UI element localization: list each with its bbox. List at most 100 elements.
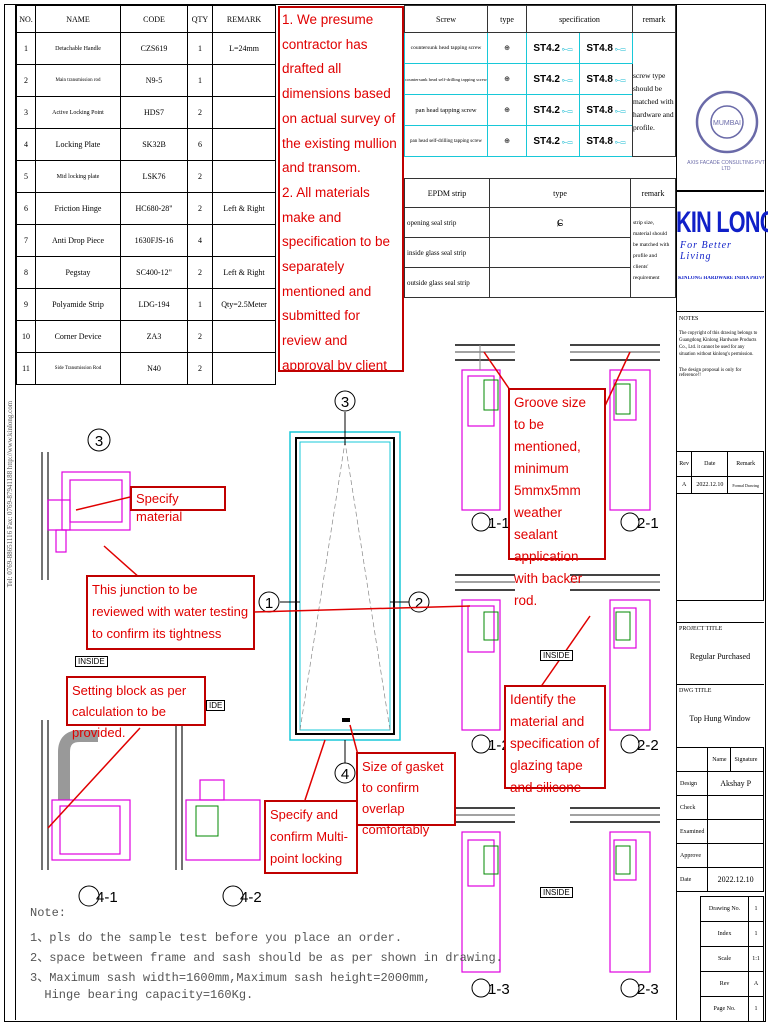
detail-1-3: 1-3	[455, 807, 515, 998]
screw-spec-b-text: ST4.8	[586, 135, 613, 147]
detail-1-3-label: 1-3	[488, 981, 510, 998]
info-value: 1	[748, 996, 764, 1022]
bottom-note-line-2: 2、space between frame and sash should be…	[30, 951, 503, 965]
screw-row: pan head tapping screw ⊕ ST4.2 ⟜▭ ST4.8 …	[404, 94, 676, 126]
screw-spec-a-text: ST4.2	[533, 104, 560, 116]
marker-4: 4	[341, 766, 349, 783]
screw-spec-a: ST4.2 ⟜▭	[526, 94, 580, 126]
detail-1-1: 1-1	[455, 344, 515, 532]
part-name: Active Locking Point	[35, 96, 121, 129]
screw-spec-a: ST4.2 ⟜▭	[526, 125, 580, 157]
logo-row: KIN LONG For Better Living KINLONG HARDW…	[676, 190, 768, 312]
bottom-note-title: Note:	[30, 906, 67, 920]
screw-spec-a-text: ST4.2	[533, 42, 560, 54]
brand-company: KINLONG HARDWARE INDIA PRIVATE LTD	[678, 276, 764, 281]
part-name: Main transmission rod	[35, 64, 121, 97]
epdm-table: EPDM strip type remark opening seal stri…	[404, 178, 676, 298]
detail-2-1: 2-1	[570, 344, 660, 532]
screw-table: Screw type specification remark counters…	[404, 5, 676, 157]
screw-name: countersunk head tapping screw	[404, 32, 488, 64]
project-title: Regular Purchased	[689, 652, 751, 661]
signature-name	[707, 843, 764, 868]
signature-row: Approve	[675, 843, 764, 868]
dwg-title-block: DWG TITLE Top Hung Window	[676, 684, 764, 746]
project-title-label: PROJECT TITLE	[679, 626, 723, 632]
signature-name	[707, 795, 764, 820]
section-drawings: 3 1 2 4 3 1-1 2-1	[41, 344, 660, 998]
signature-role: Examined	[675, 819, 709, 844]
sig-col-empty	[675, 747, 709, 772]
marker-1: 1	[265, 595, 273, 612]
detail-2-2: 2-2	[570, 574, 660, 754]
stamp-center-text: MUMBAI	[713, 120, 741, 127]
info-row: Drawing No.1	[699, 896, 764, 922]
part-qty: 2	[187, 352, 213, 385]
detail-3-label: 3	[95, 433, 103, 450]
sig-col-signature: Signature	[730, 747, 764, 772]
detail-3: 3	[41, 428, 131, 580]
dwg-title-label: DWG TITLE	[679, 688, 712, 694]
epdm-remark: strip size, material should be matched w…	[630, 207, 676, 298]
bottom-note-line-1: 1、pls do the sample test before you plac…	[30, 931, 403, 945]
bottom-note-line-4: Hinge bearing capacity=160Kg.	[30, 988, 254, 1002]
part-code: LDG-194	[120, 288, 188, 321]
screw-spec-b: ST4.8 ⟜▭	[579, 125, 633, 157]
part-qty: 2	[187, 320, 213, 353]
detail-2-3: 2-3	[570, 807, 660, 998]
part-code: N40	[120, 352, 188, 385]
part-qty: 1	[187, 32, 213, 65]
epdm-col-type: type	[489, 178, 631, 208]
detail-1-1-label: 1-1	[488, 515, 510, 532]
bottom-note-line-3: 3、Maximum sash width=1600mm,Maximum sash…	[30, 971, 431, 985]
part-remark	[212, 96, 276, 129]
signature-row: Examined	[675, 819, 764, 844]
screw-row: countersunk head self-drilling tapping s…	[404, 63, 676, 95]
marker-2: 2	[415, 595, 423, 612]
part-remark	[212, 160, 276, 193]
detail-4-1-label: 4-1	[96, 889, 118, 906]
epdm-row-label: outside glass seal strip	[404, 267, 490, 298]
screw-spec-b-text: ST4.8	[586, 73, 613, 85]
notes-body: The copyright of this drawing belongs to…	[679, 331, 758, 357]
info-label: Page No.	[699, 996, 750, 1022]
callout-gasket: Size of gasket to confirm overlap comfor…	[356, 752, 456, 837]
screw-name: pan head self-drilling tapping screw	[404, 125, 488, 157]
info-value: A	[748, 971, 764, 997]
screw-spec-a: ST4.2 ⟜▭	[526, 63, 580, 95]
screw-spec-a-text: ST4.2	[533, 73, 560, 85]
notes-proposal: The design proposal is only for referenc…	[679, 368, 742, 378]
callout-setting-block: Setting block as per calculation to be p…	[66, 676, 206, 740]
screw-remark: screw type should be matched with hardwa…	[632, 32, 676, 157]
part-remark: L=24mm	[212, 32, 276, 65]
detail-4-1: 4-1	[41, 720, 131, 907]
callout-specify-material: Specify material	[130, 486, 226, 524]
detail-4-2-label: 4-2	[240, 889, 262, 906]
signature-role: Approve	[675, 843, 709, 868]
part-qty: 4	[187, 224, 213, 257]
detail-4-2: 4-2	[175, 720, 262, 907]
inside-tag-partial: IDE	[206, 700, 226, 711]
info-value: 1:1	[748, 946, 764, 972]
project-title-block: PROJECT TITLE Regular Purchased	[676, 622, 764, 682]
inside-tag: INSIDE	[75, 656, 108, 667]
callout-junction: This junction to be reviewed with water …	[86, 575, 255, 650]
rev-col-rev: Rev	[675, 451, 693, 477]
window-elevation	[280, 412, 410, 765]
inside-tag: INSIDE	[540, 887, 573, 898]
callout-glazing-tape: Identify the material and specification …	[504, 685, 606, 795]
detail-1-2: 1-2	[455, 574, 515, 754]
screw-spec-b: ST4.8 ⟜▭	[579, 63, 633, 95]
info-label: Scale	[699, 946, 750, 972]
part-remark	[212, 320, 276, 353]
detail-2-2-label: 2-2	[637, 737, 659, 754]
part-remark	[212, 128, 276, 161]
signature-name: Akshay P	[707, 771, 764, 796]
